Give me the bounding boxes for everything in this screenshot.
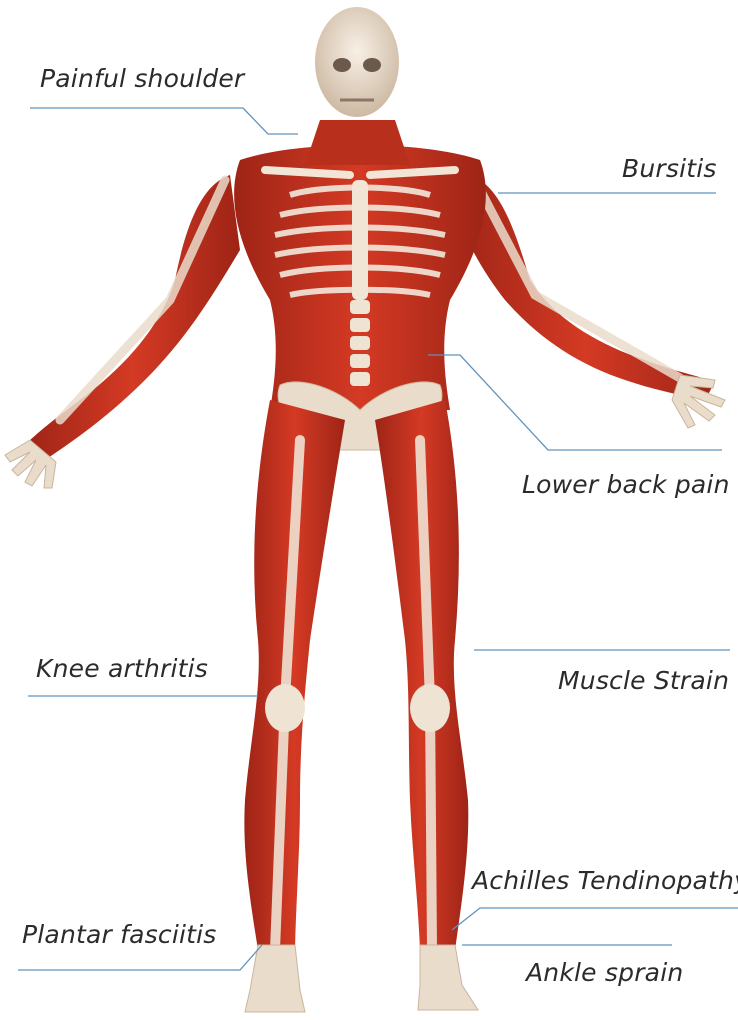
label-achilles-tendinopathy: Achilles Tendinopathy xyxy=(472,868,738,893)
label-ankle-sprain: Ankle sprain xyxy=(526,960,683,985)
label-plantar-fasciitis: Plantar fasciitis xyxy=(22,922,217,947)
label-bursitis: Bursitis xyxy=(622,156,717,181)
right-foot xyxy=(418,945,478,1010)
label-muscle-strain: Muscle Strain xyxy=(558,668,729,693)
label-knee-arthritis: Knee arthritis xyxy=(36,656,208,681)
left-foot xyxy=(245,945,305,1012)
label-lower-back-pain: Lower back pain xyxy=(522,472,730,497)
label-painful-shoulder: Painful shoulder xyxy=(40,66,244,91)
